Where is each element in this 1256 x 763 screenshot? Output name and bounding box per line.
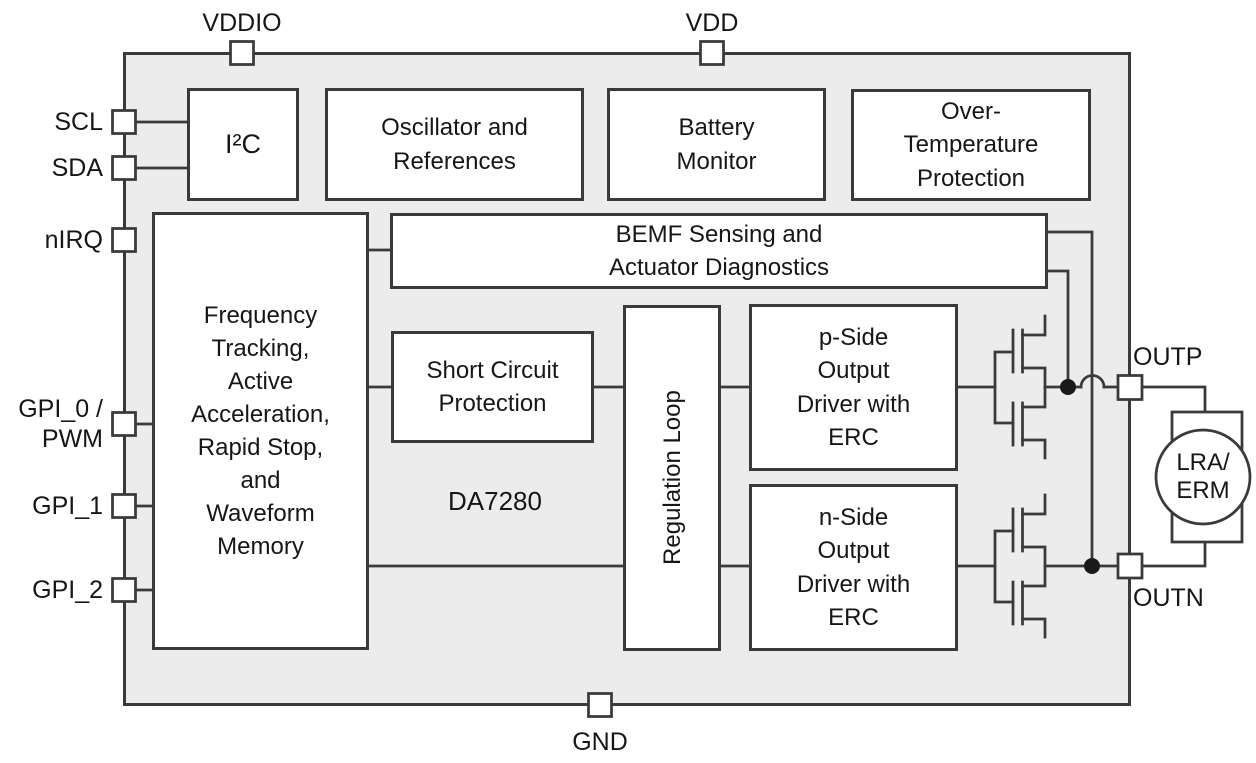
pin-scl <box>111 109 137 135</box>
block-battery-monitor: Battery Monitor <box>607 88 826 201</box>
block-i2c: I²C <box>187 88 299 201</box>
block-frequency-tracking: Frequency Tracking, Active Acceleration,… <box>152 212 369 650</box>
pin-label-vddio: VDDIO <box>202 9 282 37</box>
block-oscillator-references: Oscillator and References <box>325 88 584 201</box>
wire-outp-hop <box>1079 374 1106 389</box>
block-regulation-loop: Regulation Loop <box>623 305 721 651</box>
n-side-mosfet-icon <box>993 493 1047 639</box>
wire-outn-actuator <box>1140 540 1207 568</box>
block-p-side-driver: p-Side Output Driver with ERC <box>749 304 958 471</box>
wires <box>134 120 1207 592</box>
pin-label-scl: SCL <box>54 108 103 136</box>
pin-pads <box>111 40 1144 718</box>
p-side-mosfet-icon <box>993 314 1047 460</box>
pin-outn <box>1116 552 1144 580</box>
actuator-label: LRA/ ERM <box>1176 449 1230 504</box>
block-over-temperature-protection: Over- Temperature Protection <box>851 89 1091 201</box>
pin-nirq <box>111 227 137 253</box>
outn-junction-dot <box>1084 558 1100 574</box>
chip-label: DA7280 <box>448 486 542 516</box>
pin-vdd <box>699 40 725 66</box>
pin-outp <box>1116 374 1144 401</box>
pin-label-sda: SDA <box>51 154 103 182</box>
pin-label-gpi0-pwm: GPI_0 / PWM <box>18 395 103 453</box>
pin-label-gnd: GND <box>572 728 628 756</box>
pin-vddio <box>229 40 255 66</box>
regulation-loop-label: Regulation Loop <box>658 390 686 566</box>
pin-label-gpi1: GPI_1 <box>32 492 103 520</box>
actuator-icon <box>1154 410 1252 544</box>
wire-outp-actuator <box>1140 385 1207 414</box>
block-n-side-driver: n-Side Output Driver with ERC <box>749 484 958 651</box>
block-bemf-sensing: BEMF Sensing and Actuator Diagnostics <box>390 213 1048 289</box>
pin-gpi0 <box>111 411 137 437</box>
pin-label-outn: OUTN <box>1133 584 1204 612</box>
wire-bemf-outn <box>1045 230 1094 568</box>
pin-label-gpi2: GPI_2 <box>32 576 103 604</box>
pin-gnd <box>587 692 613 718</box>
pin-gpi2 <box>111 577 137 603</box>
pin-label-vdd: VDD <box>685 9 739 37</box>
pin-gpi1 <box>111 493 137 519</box>
outp-junction-dot <box>1060 379 1076 395</box>
pin-sda <box>111 155 137 181</box>
block-short-circuit-protection: Short Circuit Protection <box>391 331 594 443</box>
pin-label-nirq: nIRQ <box>44 226 103 254</box>
pin-label-outp: OUTP <box>1133 343 1203 371</box>
wire-bemf-outp <box>1045 269 1070 389</box>
